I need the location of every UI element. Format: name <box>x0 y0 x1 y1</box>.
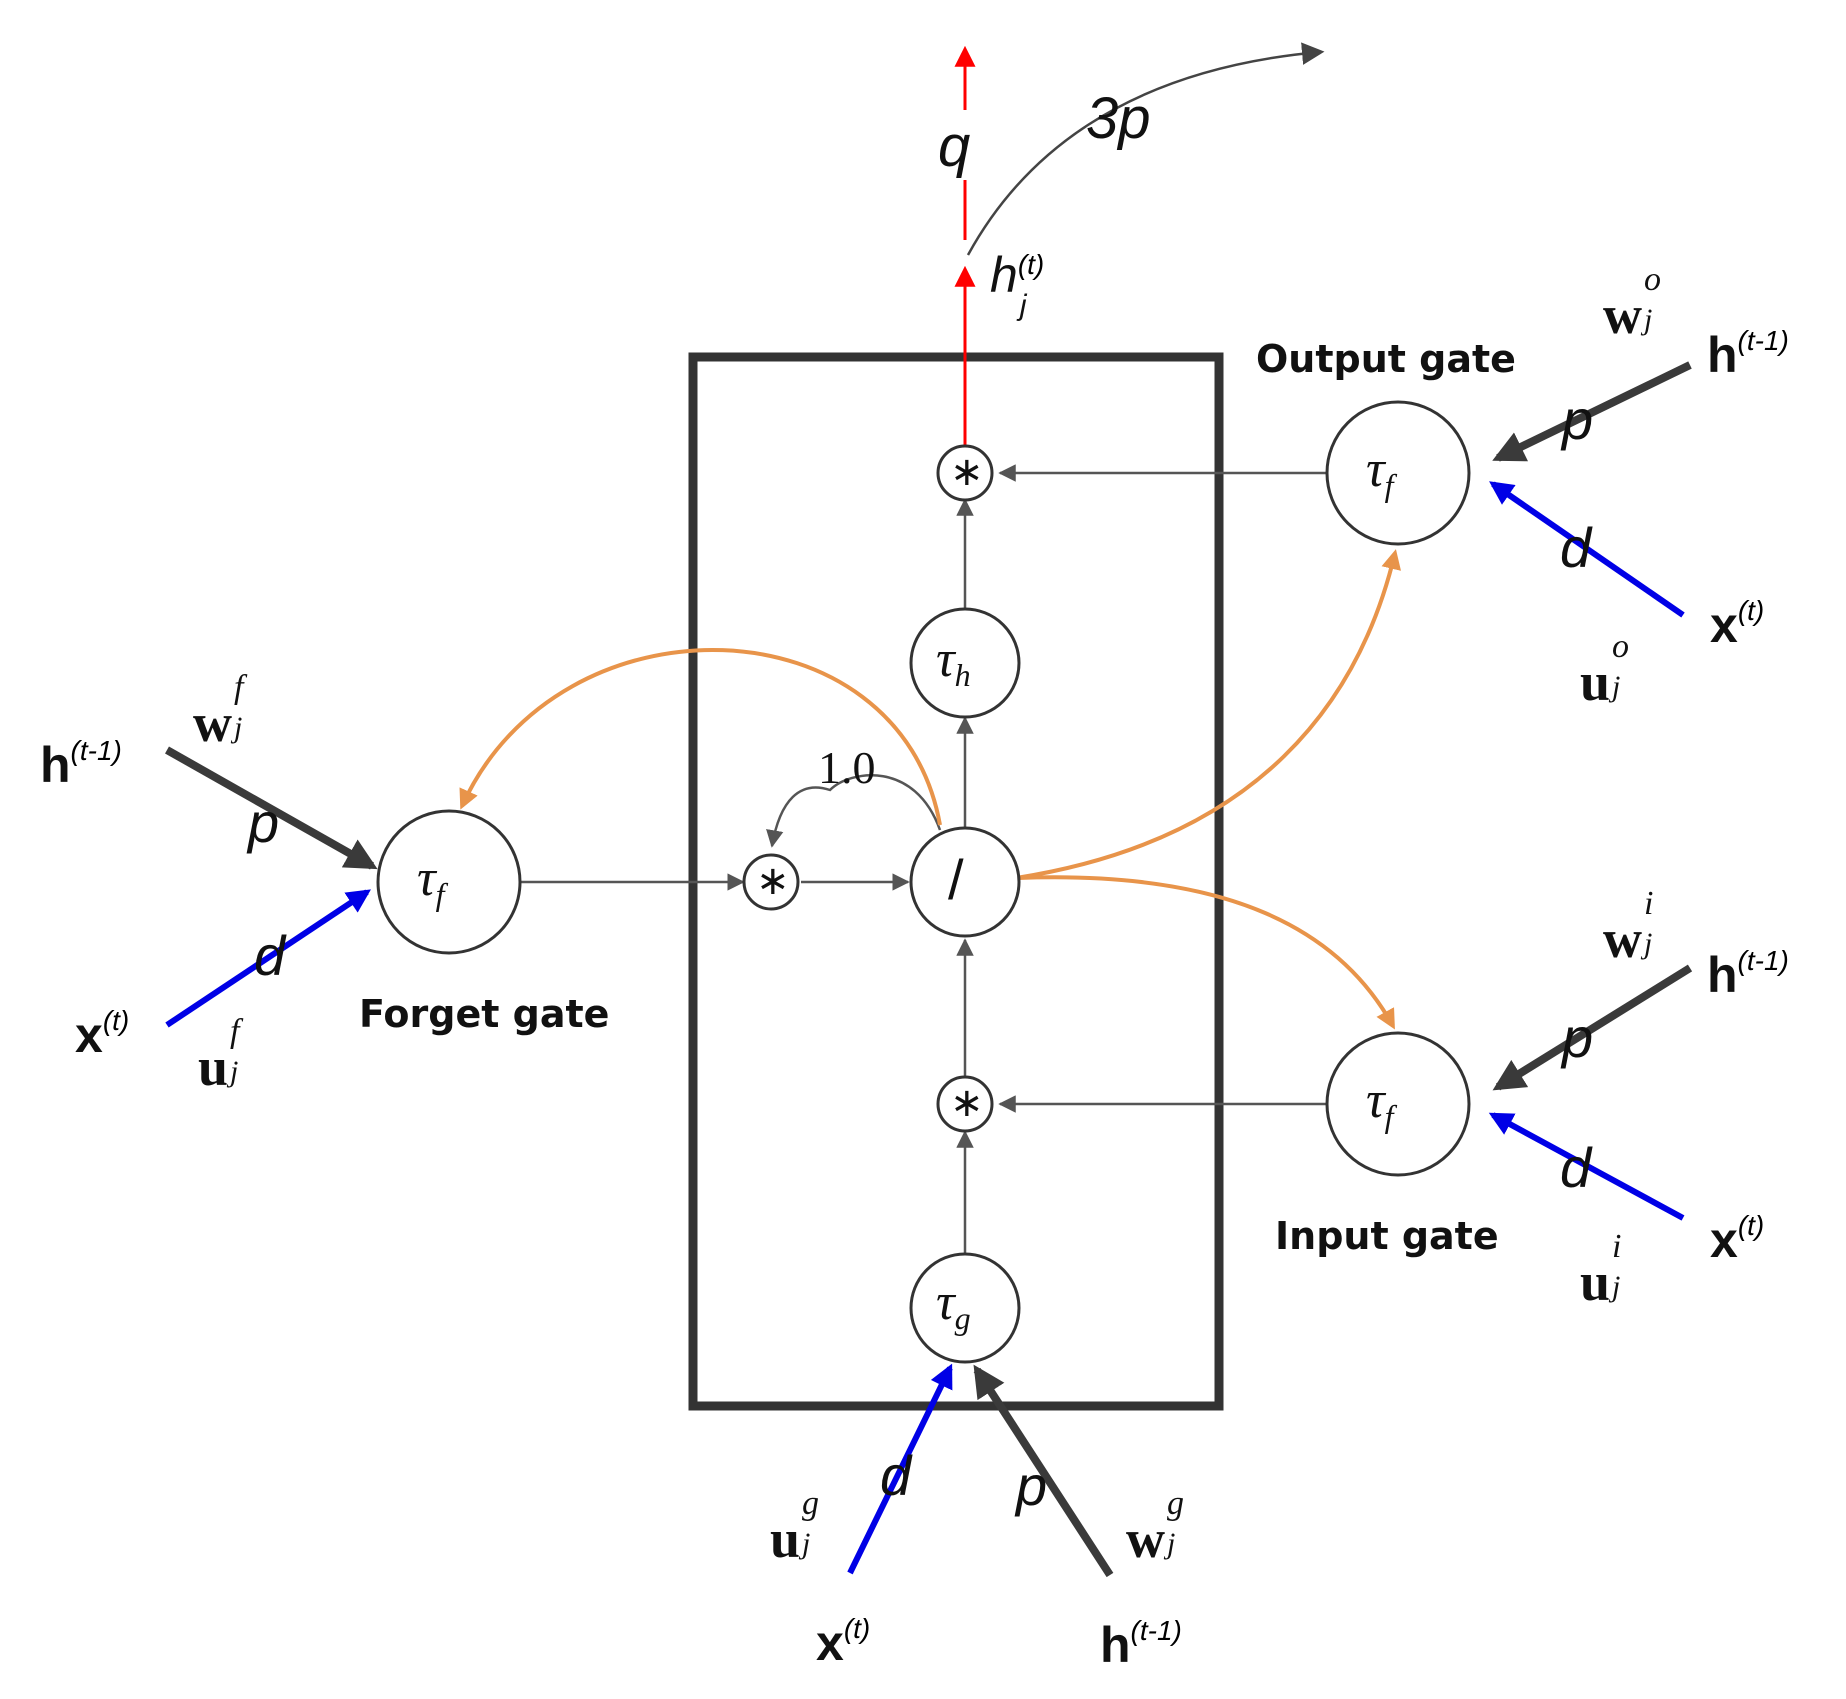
cell-x-label: x(t) <box>816 1613 871 1671</box>
forget-gate-symbol: τf <box>417 850 445 912</box>
input-gate-d-arrow <box>1488 1112 1685 1221</box>
output-q-label: q <box>938 114 971 179</box>
cell-input-p-arrow <box>973 1364 1114 1578</box>
forget-gate-label: Forget gate <box>359 992 610 1036</box>
output-gate-d-arrow <box>1489 481 1685 618</box>
input-p-label: p <box>1562 1006 1594 1069</box>
multiply-mid-symbol: ∗ <box>756 858 790 904</box>
forget-gate-d-arrow <box>165 889 371 1028</box>
output-gate-label: Output gate <box>1256 337 1516 381</box>
output-p-label: p <box>1562 388 1594 451</box>
tau-g-node <box>909 1252 1021 1364</box>
multiply-mid-node <box>742 853 800 911</box>
input-gate-p-arrow <box>1492 964 1693 1091</box>
forget-x-label: x(t) <box>75 1005 130 1063</box>
multiply-top-node <box>936 444 994 502</box>
constant-one-label: 1.0 <box>818 742 876 793</box>
forget-h-prev-label: h(t-1) <box>40 735 122 793</box>
cell-d-label: d <box>880 1444 912 1507</box>
input-d-label: d <box>1560 1136 1592 1199</box>
tau-g-symbol: τg <box>936 1274 971 1336</box>
forget-d-label: d <box>254 924 286 987</box>
output-gate-node <box>1325 400 1471 546</box>
output-x-label: x(t) <box>1710 595 1765 653</box>
input-h-prev-label: h(t-1) <box>1707 945 1789 1003</box>
peephole-to-output <box>1015 549 1402 880</box>
forget-gate-p-arrow <box>165 746 378 870</box>
peephole-to-forget <box>459 647 942 826</box>
divide-node <box>909 826 1021 938</box>
input-gate-symbol: τf <box>1366 1072 1394 1134</box>
multiply-top-symbol: ∗ <box>950 449 984 495</box>
divide-symbol: / <box>948 848 964 911</box>
multiply-bottom-symbol: ∗ <box>950 1080 984 1126</box>
tau-h-node <box>909 607 1021 719</box>
hidden-state-label: h(t)j <box>990 247 1045 322</box>
tau-h-symbol: τh <box>936 631 971 693</box>
peephole-to-input <box>1017 875 1395 1030</box>
input-gate-label: Input gate <box>1275 1214 1499 1258</box>
recurrent-3p-arrow <box>966 42 1325 256</box>
multiply-bottom-node <box>936 1075 994 1133</box>
output-gate-p-arrow <box>1492 361 1692 462</box>
forget-p-label: p <box>248 791 280 854</box>
output-h-prev-label: h(t-1) <box>1707 325 1789 383</box>
cell-p-label: p <box>1016 1454 1048 1517</box>
constant-loop-arrow <box>766 774 942 848</box>
cell-input-d-arrow <box>847 1363 953 1575</box>
forget-gate-node <box>376 809 522 955</box>
cell-h-prev-label: h(t-1) <box>1100 1615 1182 1673</box>
output-gate-symbol: τf <box>1366 441 1394 503</box>
input-x-label: x(t) <box>1710 1210 1765 1268</box>
recurrent-3p-label: 3p <box>1086 86 1151 151</box>
input-gate-node <box>1325 1031 1471 1177</box>
output-d-label: d <box>1560 516 1592 579</box>
